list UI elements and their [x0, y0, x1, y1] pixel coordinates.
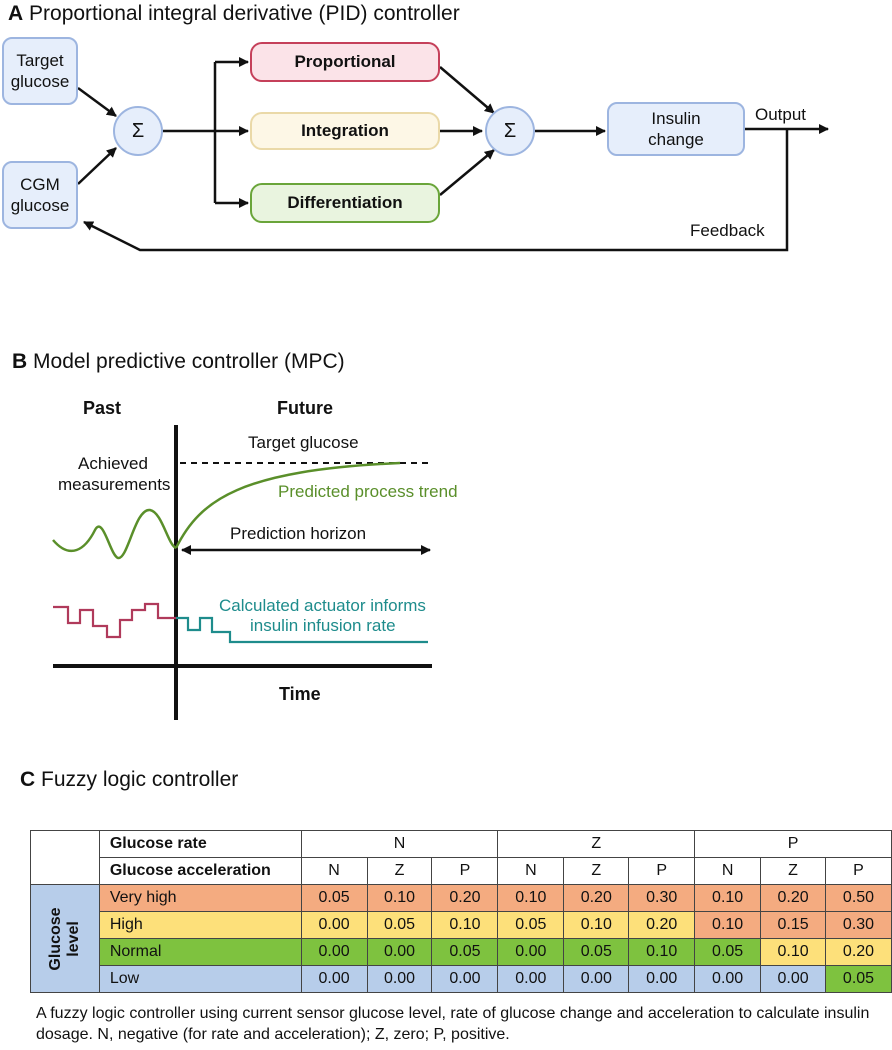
arrow-prop-to-sum2: [439, 66, 495, 114]
glucose-acceleration-header: Glucose acceleration: [98, 857, 302, 885]
achieved-measurements-label: Achieved measurements: [58, 454, 171, 494]
proportional-box: Proportional: [250, 42, 440, 82]
table-cell: 0.10: [366, 884, 433, 912]
summation-node-1: Σ: [113, 106, 163, 156]
table-cell: 0.05: [825, 965, 892, 993]
figure-caption: A fuzzy logic controller using current s…: [36, 1005, 870, 1043]
accel-header: P: [431, 857, 499, 885]
actuator-future-steps: [176, 616, 428, 644]
table-cell: 0.20: [563, 884, 630, 912]
insulin-change-box: Insulin change: [607, 102, 745, 156]
pid-connectors: [77, 57, 829, 252]
section-b-title: B Model predictive controller (MPC): [12, 350, 345, 373]
accel-header: P: [628, 857, 696, 885]
rate-header-row: Glucose rate N Z P: [30, 830, 892, 885]
table-cell: 0.00: [563, 965, 630, 993]
accel-header: P: [825, 857, 892, 885]
table-cell: 0.00: [366, 938, 433, 966]
table-cell: 0.00: [760, 965, 826, 993]
table-cell: 0.20: [760, 884, 826, 912]
table-cell: 0.10: [563, 911, 630, 939]
predicted-trend-label: Predicted process trend: [278, 482, 458, 501]
fuzzy-logic-table: Glucose rate N Z P Glucose acceleration …: [30, 830, 892, 993]
summation-node-2: Σ: [485, 106, 535, 156]
feedback-label: Feedback: [690, 221, 765, 240]
actuator-past-steps: [53, 602, 176, 639]
section-c-title: C Fuzzy logic controller: [20, 768, 239, 791]
feedback-path: [83, 129, 789, 252]
table-cell: 0.00: [628, 965, 696, 993]
table-cell: 0.10: [431, 911, 499, 939]
accel-header: N: [694, 857, 762, 885]
accel-header-row: Glucose acceleration N Z P N Z P N Z P: [31, 857, 892, 885]
table-cell: 0.10: [497, 884, 565, 912]
accel-header: Z: [563, 857, 630, 885]
table-row: Normal 0.00 0.00 0.05 0.00 0.05 0.10 0.0…: [31, 938, 892, 966]
table-cell: 0.00: [431, 965, 499, 993]
table-cell: 0.00: [497, 965, 565, 993]
table-cell: 0.10: [760, 938, 826, 966]
table-cell: 0.30: [628, 884, 696, 912]
past-label: Past: [83, 398, 122, 418]
table-cell: 0.00: [300, 965, 368, 993]
cgm-glucose-box: CGM glucose: [2, 161, 78, 229]
target-glucose-label: Target glucose: [248, 433, 359, 452]
table-cell: 0.50: [825, 884, 892, 912]
mpc-diagram: [52, 425, 432, 720]
table-cell: 0.05: [694, 938, 762, 966]
glucose-rate-header: Glucose rate: [98, 830, 302, 858]
table-cell: 0.10: [628, 938, 696, 966]
table-cell: 0.30: [825, 911, 892, 939]
time-label: Time: [279, 684, 321, 704]
row-label: Very high: [98, 884, 302, 912]
target-glucose-box: Target glucose: [2, 37, 78, 105]
prediction-horizon-label: Prediction horizon: [230, 524, 367, 543]
table-cell: 0.00: [366, 965, 433, 993]
table-cell: 0.00: [497, 938, 565, 966]
integration-box: Integration: [250, 112, 440, 150]
actuator-label-line2: insulin infusion rate: [250, 616, 396, 635]
arrow-cgm-to-sum1: [77, 147, 117, 185]
table-row: Glucose level Very high 0.05 0.10 0.20 0…: [30, 884, 892, 993]
table-cell: 0.05: [300, 884, 368, 912]
table-row: Low 0.00 0.00 0.00 0.00 0.00 0.00 0.00 0…: [31, 965, 892, 993]
table-cell: 0.20: [431, 884, 499, 912]
arrow-diff-to-sum2: [439, 149, 495, 196]
table-cell: 0.05: [366, 911, 433, 939]
table-row: High 0.00 0.05 0.10 0.05 0.10 0.20 0.10 …: [31, 911, 892, 939]
table-cell: 0.20: [628, 911, 696, 939]
section-a-title: A Proportional integral derivative (PID)…: [8, 2, 460, 25]
row-label: Normal: [98, 938, 302, 966]
glucose-level-header: Glucose level: [30, 884, 100, 993]
rate-z-header: Z: [497, 830, 696, 858]
table-cell: 0.00: [694, 965, 762, 993]
corner-cell: [30, 830, 100, 885]
table-cell: 0.05: [431, 938, 499, 966]
accel-header: N: [300, 857, 368, 885]
actuator-label-line1: Calculated actuator informs: [219, 596, 426, 615]
predicted-trend-curve: [174, 461, 401, 549]
rate-n-header: N: [300, 830, 499, 858]
future-label: Future: [277, 398, 333, 418]
differentiation-box: Differentiation: [250, 183, 440, 223]
table-cell: 0.10: [694, 911, 762, 939]
accel-header: Z: [366, 857, 433, 885]
rate-p-header: P: [694, 830, 892, 858]
row-label: Low: [98, 965, 302, 993]
table-cell: 0.15: [760, 911, 826, 939]
row-label: High: [98, 911, 302, 939]
arrow-target-to-sum1: [77, 86, 117, 118]
output-label: Output: [755, 105, 807, 124]
table-cell: 0.05: [563, 938, 630, 966]
table-cell: 0.00: [300, 911, 368, 939]
achieved-measurements-curve: [52, 508, 177, 560]
table-cell: 0.20: [825, 938, 892, 966]
accel-header: N: [497, 857, 565, 885]
table-cell: 0.10: [694, 884, 762, 912]
accel-header: Z: [760, 857, 826, 885]
table-cell: 0.00: [300, 938, 368, 966]
table-cell: 0.05: [497, 911, 565, 939]
